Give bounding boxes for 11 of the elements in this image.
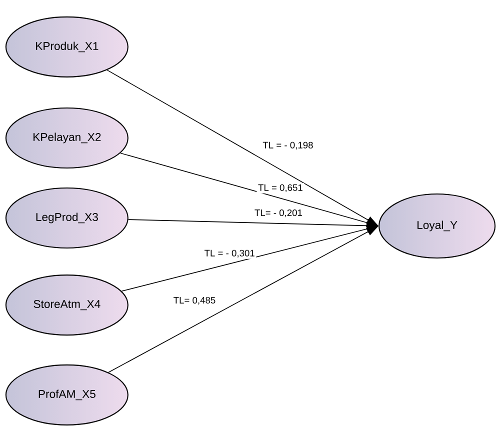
edge-label: TL = 0,651 [256, 182, 304, 194]
ellipse-node: StoreAtm_X4 [5, 274, 128, 336]
ellipse-node: Loyal_Y [378, 193, 496, 259]
ellipse-node: KProduk_X1 [5, 16, 128, 78]
edge-label: TL= - 0,201 [253, 208, 304, 218]
ellipse-node: LegProd_X3 [5, 187, 128, 249]
edge-label: TL = - 0,301 [202, 248, 256, 259]
ellipse-node: ProfAM_X5 [5, 364, 128, 426]
edge-label: TL = - 0,198 [261, 140, 315, 151]
ellipse-node: KPelayan_X2 [5, 107, 128, 169]
edge-label: TL= 0,485 [172, 296, 217, 306]
